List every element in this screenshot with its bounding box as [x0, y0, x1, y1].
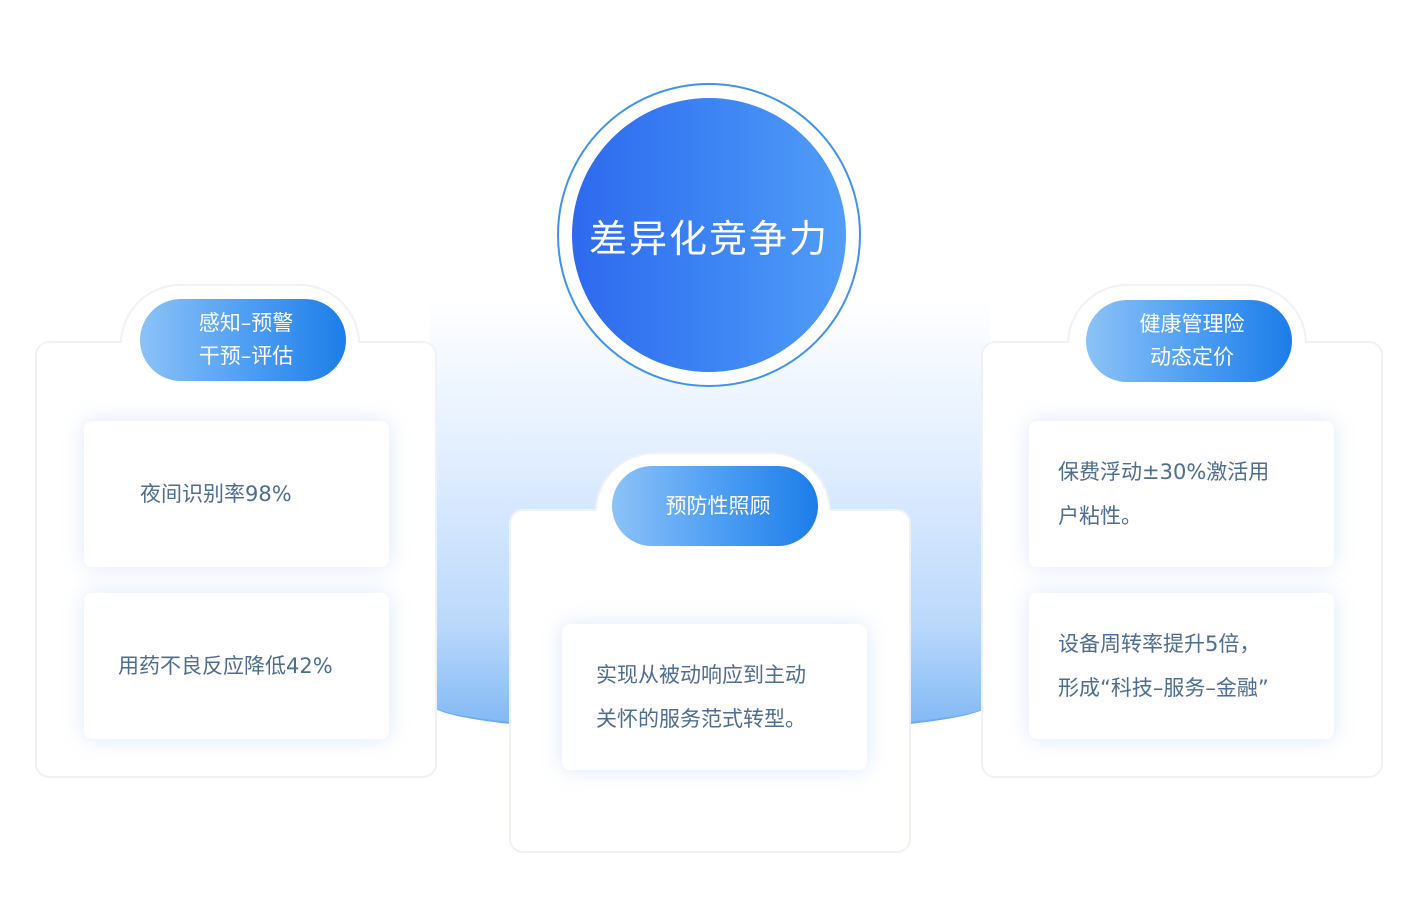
left-pill-line2: 干预–评估: [198, 344, 294, 368]
middle-pill-line1: 预防性照顾: [665, 493, 771, 518]
right-item-line1: 设备周转率提升5倍，: [1058, 632, 1261, 656]
middle-item-line1: 实现从被动响应到主动: [596, 663, 806, 687]
right-item-premium: 保费浮动±30%激活用 户粘性。: [1029, 421, 1334, 567]
right-item-text: 设备周转率提升5倍， 形成“科技–服务–金融”: [1058, 622, 1269, 710]
middle-pill: 预防性照顾: [612, 466, 818, 546]
middle-item-text: 实现从被动响应到主动 关怀的服务范式转型。: [596, 653, 806, 741]
middle-item-line2: 关怀的服务范式转型。: [596, 707, 806, 731]
right-pill-line2: 动态定价: [1150, 345, 1234, 369]
right-item-line2: 户粘性。: [1058, 504, 1142, 528]
center-circle: 差异化竞争力: [572, 98, 846, 372]
right-pill-line1: 健康管理险: [1139, 312, 1245, 336]
middle-item-service-shift: 实现从被动响应到主动 关怀的服务范式转型。: [562, 624, 867, 770]
right-pill: 健康管理险 动态定价: [1086, 300, 1292, 382]
left-item-text: 用药不良反应降低42%: [118, 654, 333, 678]
right-item-device-turnover: 设备周转率提升5倍， 形成“科技–服务–金融”: [1029, 593, 1334, 739]
left-item-adverse-reaction: 用药不良反应降低42%: [84, 593, 389, 739]
left-item-text: 夜间识别率98%: [140, 482, 292, 506]
center-label: 差异化竞争力: [588, 216, 829, 261]
left-item-night-detection: 夜间识别率98%: [84, 421, 389, 567]
right-item-text: 保费浮动±30%激活用 户粘性。: [1058, 450, 1269, 538]
right-item-line2: 形成“科技–服务–金融”: [1058, 676, 1269, 700]
right-item-line1: 保费浮动±30%激活用: [1058, 460, 1270, 484]
left-pill-line1: 感知–预警: [198, 311, 294, 335]
left-pill: 感知–预警 干预–评估: [140, 299, 346, 381]
